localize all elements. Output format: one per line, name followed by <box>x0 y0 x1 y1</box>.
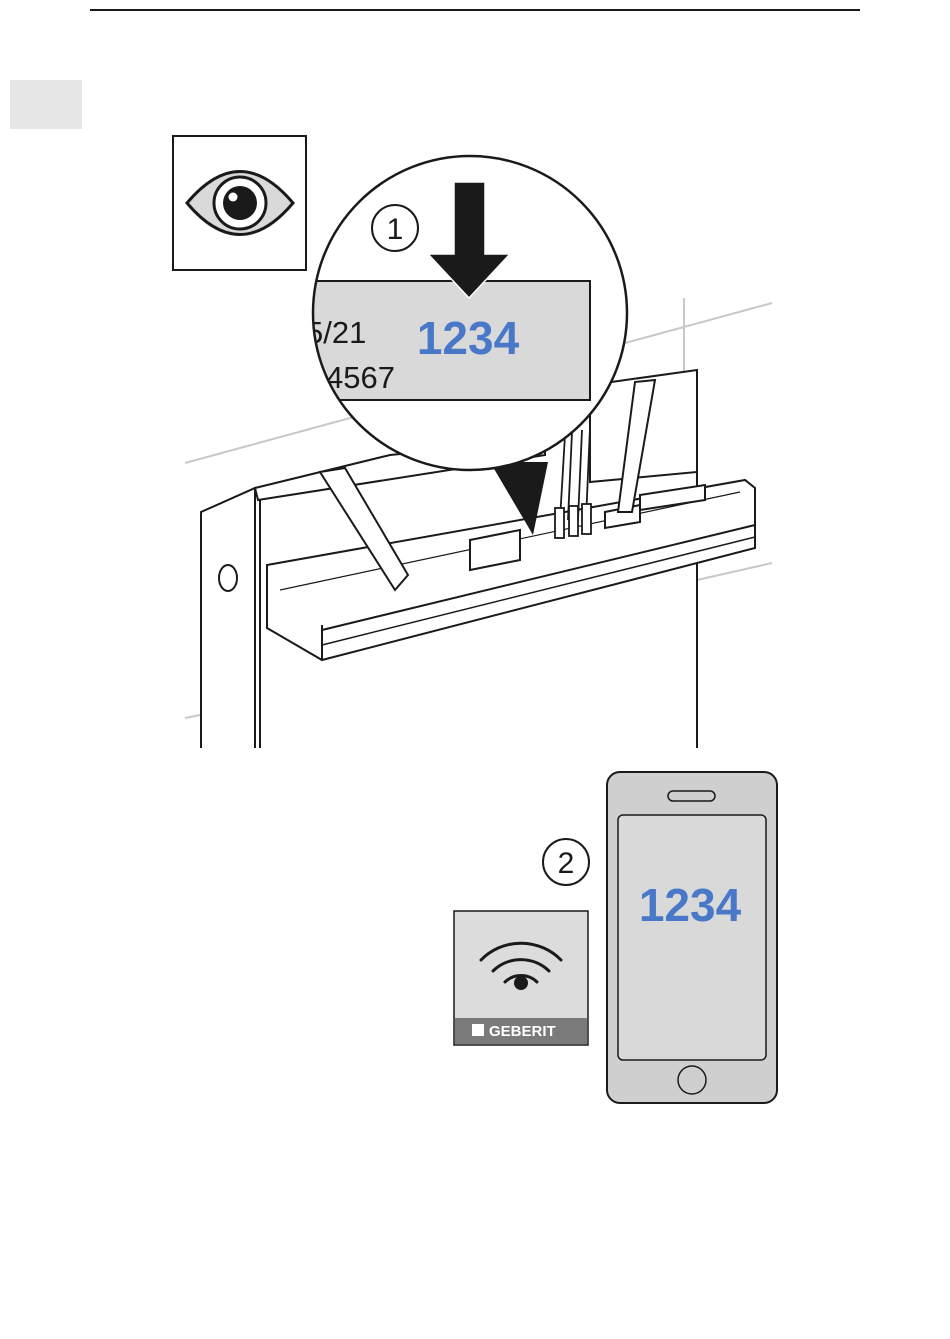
brand-square <box>472 1024 484 1036</box>
cables <box>555 428 591 538</box>
phone-home-button <box>678 1066 706 1094</box>
smartphone-icon: 1234 <box>607 772 777 1103</box>
phone-screen <box>618 815 766 1060</box>
eye-icon <box>173 136 306 270</box>
step-2-number: 2 <box>558 847 575 880</box>
phone-speaker <box>668 791 715 801</box>
brand-name: GEBERIT <box>489 1023 556 1040</box>
app-tile: GEBERIT <box>454 911 588 1045</box>
type-plate-code: 1234 <box>417 312 520 364</box>
step-1-number: 1 <box>387 213 404 246</box>
type-plate-serial: 4567 <box>326 360 395 395</box>
phone-code: 1234 <box>639 879 742 931</box>
